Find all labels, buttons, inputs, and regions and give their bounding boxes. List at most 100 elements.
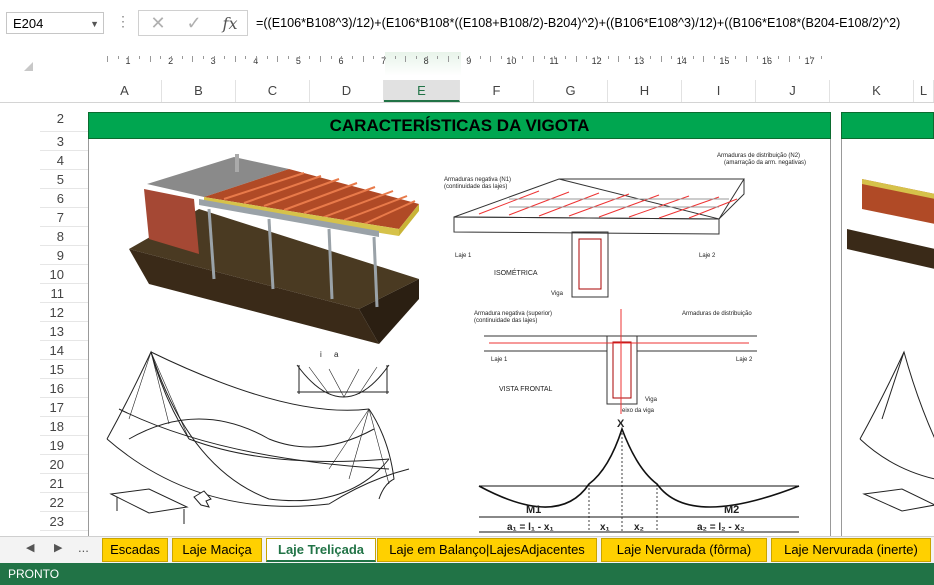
name-box[interactable]: E204 ▼ (6, 12, 104, 34)
ruler-tick (788, 56, 790, 62)
row-header[interactable]: 14 (40, 341, 88, 360)
diagram-area: Armaduras negativa (N1) (continuidade da… (88, 139, 831, 536)
ruler-tick (575, 56, 577, 62)
tab-next-button[interactable]: ▶ (54, 542, 63, 554)
ruler-number: 13 (634, 56, 645, 66)
formula-input[interactable]: =((E106*B108^3)/12)+(E106*B108*((E108+B1… (256, 16, 901, 30)
formula-bar: E204 ▼ ⋮ ✕ ✓ fx =((E106*B108^3)/12)+(E10… (0, 0, 934, 49)
column-header-l[interactable]: L (914, 80, 934, 102)
label-x2: x₂ (634, 522, 644, 533)
chevron-down-icon[interactable]: ▼ (90, 19, 99, 29)
sheet-tab[interactable]: Laje Nervurada (fôrma) (601, 538, 767, 562)
ruler-tick (799, 56, 801, 59)
row-header[interactable]: 17 (40, 398, 88, 417)
ruler-number: 14 (676, 56, 687, 66)
row-header[interactable]: 18 (40, 417, 88, 436)
row-header[interactable]: 23 (40, 512, 88, 531)
ruler-tick (309, 56, 311, 59)
row-header[interactable]: 19 (40, 436, 88, 455)
label-viga: Viga (551, 291, 564, 297)
column-header-b[interactable]: B (162, 80, 236, 102)
ruler-tick (660, 56, 662, 62)
vigota-diagram: Armaduras negativa (N1) (continuidade da… (106, 153, 806, 533)
status-text: PRONTO (8, 567, 60, 581)
row-header[interactable]: 13 (40, 322, 88, 341)
row-header[interactable]: 16 (40, 379, 88, 398)
ruler-number: 12 (591, 56, 602, 66)
sheet-tab[interactable]: Laje Treliçada (266, 538, 376, 562)
title-cell-next[interactable] (841, 112, 934, 139)
diagram-area-next (841, 139, 934, 536)
row-header[interactable]: 12 (40, 303, 88, 322)
row-header[interactable]: 4 (40, 151, 88, 170)
ruler-number: 8 (423, 56, 429, 66)
ruler-tick (213, 56, 215, 59)
ruler-number: 5 (295, 56, 301, 66)
check-icon[interactable]: ✓ (186, 13, 202, 33)
ruler-tick (746, 56, 747, 62)
row-header[interactable]: 6 (40, 189, 88, 208)
ruler-tick (351, 56, 353, 59)
cancel-icon[interactable]: ✕ (150, 13, 166, 33)
more-options-icon[interactable]: ⋮ (116, 13, 130, 29)
row-header[interactable]: 11 (40, 284, 88, 303)
ruler-tick (256, 56, 258, 59)
row-header[interactable]: 15 (40, 360, 88, 379)
ruler-number: 17 (804, 56, 815, 66)
row-header[interactable]: 20 (40, 455, 88, 474)
column-header-a[interactable]: A (88, 80, 162, 102)
column-header-e[interactable]: E (384, 80, 460, 102)
row-header[interactable]: 5 (40, 170, 88, 189)
ruler-tick (650, 56, 652, 59)
ruler-tick (224, 56, 226, 59)
ruler-tick (266, 56, 268, 59)
ruler-tick (181, 56, 183, 59)
column-header-f[interactable]: F (460, 80, 534, 102)
title-cell[interactable]: CARACTERÍSTICAS DA VIGOTA (88, 112, 831, 139)
ruler-tick (437, 56, 439, 59)
row-header[interactable]: 9 (40, 246, 88, 265)
ruler-number: 16 (761, 56, 773, 66)
row-header[interactable]: 21 (40, 474, 88, 493)
column-header-c[interactable]: C (236, 80, 310, 102)
sheet-tab[interactable]: Laje Maciça (172, 538, 262, 562)
row-header[interactable]: 2 (40, 102, 88, 132)
ruler-number: 15 (719, 56, 730, 66)
sheet-tab[interactable]: Laje Nervurada (inerte) (771, 538, 931, 562)
tab-prev-button[interactable]: ◀ (26, 542, 35, 554)
column-header-g[interactable]: G (534, 80, 608, 102)
row-header[interactable]: 3 (40, 132, 88, 151)
row-header[interactable]: 10 (40, 265, 88, 284)
column-header-d[interactable]: D (310, 80, 384, 102)
sheet-grid[interactable]: CARACTERÍSTICAS DA VIGOTA (88, 112, 934, 536)
ruler-tick (501, 56, 503, 59)
insert-function-button[interactable]: fx (213, 11, 247, 35)
ruler-tick (415, 56, 417, 59)
status-bar: PRONTO (0, 563, 934, 585)
label-arm-neg-sup: Armadura negativa (superior) (474, 311, 552, 317)
label-vista-frontal: VISTA FRONTAL (499, 386, 553, 393)
ruler-tick (277, 56, 279, 62)
sheet-tab[interactable]: Escadas (102, 538, 168, 562)
label-viga2: Viga (645, 397, 658, 403)
tab-more-button[interactable]: ... (78, 540, 89, 555)
row-header[interactable]: 7 (40, 208, 88, 227)
label-armadura-dist: Armaduras de distribuição (N2) (717, 153, 800, 159)
sheet-tab[interactable]: Laje em Balanço|LajesAdjacentes (377, 538, 597, 562)
ruler-number: 10 (506, 56, 517, 66)
column-header-h[interactable]: H (608, 80, 682, 102)
label-laje1b: Laje 1 (491, 357, 508, 363)
ruler-tick (533, 56, 534, 62)
vigota-diagram-next (847, 179, 934, 512)
isometric-beam-diagram (453, 178, 745, 298)
column-header-i[interactable]: I (682, 80, 756, 102)
column-header-k[interactable]: K (840, 80, 914, 102)
row-header[interactable]: 8 (40, 227, 88, 246)
ruler-tick (117, 56, 119, 59)
ruler-tick (522, 56, 524, 59)
label-amarracao: (amarração da arm. negativas) (724, 160, 806, 166)
row-header[interactable]: 22 (40, 493, 88, 512)
column-header-j[interactable]: J (756, 80, 830, 102)
